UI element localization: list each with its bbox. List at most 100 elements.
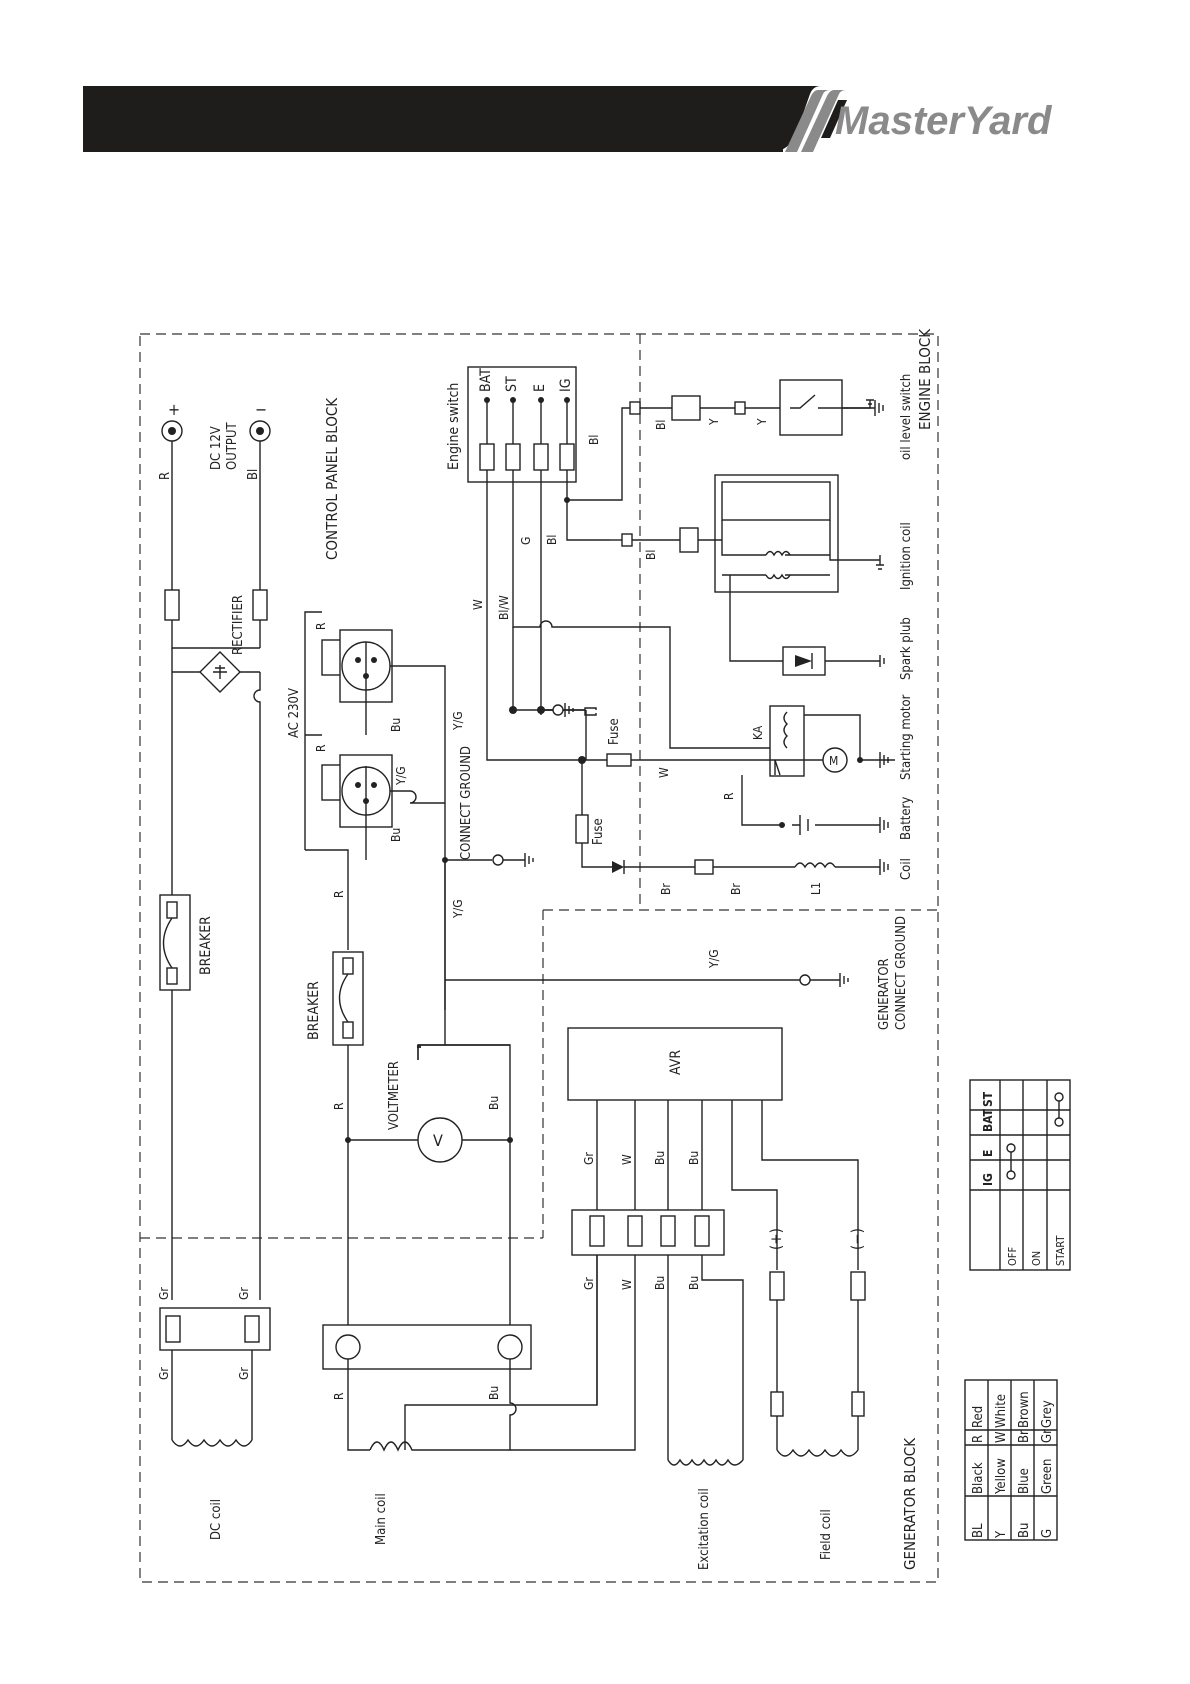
dc-coil-winding [171, 1438, 253, 1447]
generator-block-label: GENERATOR BLOCK [901, 1437, 919, 1570]
legend-w-code: W [994, 1431, 1009, 1443]
wire-code-bl-sw: Bl [545, 535, 559, 545]
wire-code-bl-oil: Bl [654, 420, 668, 430]
legend-gr-code: Gr [1040, 1429, 1055, 1443]
wire-code-bl-sw2: Bl [587, 435, 601, 445]
minus-sign: − [255, 400, 267, 419]
wire-code-yg-2: Y/G [451, 711, 465, 731]
avr-module [567, 1027, 783, 1101]
table-row-off: OFF [1006, 1247, 1019, 1266]
starting-motor [822, 747, 848, 773]
field-plus-connector [769, 1271, 785, 1301]
color-legend-table: BL Black R Red Y Yellow W White Bu Blue … [964, 1379, 1058, 1541]
switch-terminal-e: E [532, 384, 548, 392]
wire-code-gr-1: Gr [157, 1287, 171, 1300]
wire-code-bu-2: Bu [389, 828, 403, 842]
legend-br-code: Br [1017, 1430, 1032, 1443]
fuse-1 [606, 753, 632, 767]
spark-plug [782, 646, 826, 676]
table-row-start: START [1054, 1235, 1067, 1266]
dc-output-label-2: OUTPUT [225, 421, 240, 470]
switch-terminal-ig: IG [558, 379, 574, 392]
wire-code-bu-conn1: Bu [653, 1276, 667, 1290]
legend-r-name: Red [971, 1406, 986, 1428]
wire-code-bu-volt: Bu [487, 1096, 501, 1110]
oil-sensor-relay [671, 395, 701, 421]
legend-bu-code: Bu [1017, 1523, 1032, 1538]
wire-code-yg-3: Y/G [451, 899, 465, 919]
wire-code-bu-main: Bu [487, 1386, 501, 1400]
wire-code-gr-avr: Gr [582, 1152, 596, 1165]
logo-swoosh [735, 86, 821, 152]
dc-plus-connector [164, 589, 180, 621]
voltmeter [417, 1117, 463, 1163]
dc-output-label-1: DC 12V [209, 426, 224, 470]
spark-plug-label: Spark plub [899, 617, 914, 680]
generator-ground-label-2: CONNECT GROUND [894, 916, 909, 1030]
field-plus-label: (+) [767, 1228, 785, 1250]
excitation-coil-winding [667, 1458, 744, 1466]
wire-code-y-oil1: Y [707, 418, 721, 426]
wire-code-gr-conn: Gr [582, 1277, 596, 1290]
legend-g-code: G [1040, 1529, 1055, 1538]
wire-code-w-fuse: W [657, 767, 671, 778]
ac230-label: AC 230V [287, 688, 302, 738]
wire-code-w-sw: W [471, 599, 485, 610]
switch-terminal-bat: BAT [478, 368, 494, 392]
wire-code-bl-ign: Bl [644, 550, 658, 560]
wire-code-bl-dc: Bl [246, 469, 261, 480]
legend-y-name: Yellow [994, 1458, 1009, 1495]
wire-code-r-dc: R [158, 472, 173, 480]
table-col-bat: BAT [981, 1108, 995, 1132]
wire-code-bu-1: Bu [389, 718, 403, 732]
table-col-ig: IG [981, 1173, 995, 1186]
wire-code-gr-4: Gr [237, 1367, 251, 1380]
switch-terminal-st: ST [504, 376, 520, 392]
masteryard-logo: MasterYard [735, 86, 1053, 152]
field-minus-connector [850, 1271, 866, 1301]
charging-diode [612, 861, 624, 873]
wire-code-r-socket1: R [314, 622, 328, 630]
logo-stripe-2 [801, 90, 846, 152]
field-coil-winding [776, 1448, 859, 1457]
connect-ground-label: CONNECT GROUND [459, 746, 474, 860]
legend-br-name: Brown [1017, 1391, 1032, 1428]
wire-code-blw-sw: Bl/W [497, 595, 511, 620]
legend-y-code: Y [994, 1530, 1009, 1539]
starting-motor-label: Starting motor [899, 694, 914, 780]
legend-bl-name: Black [971, 1462, 986, 1494]
wire-code-br-2: Br [729, 883, 743, 895]
main-coil-label: Main coil [374, 1493, 389, 1545]
fuse-2 [575, 814, 589, 844]
logo-wordmark: MasterYard [835, 99, 1053, 143]
ka-label: KA [751, 725, 765, 740]
wire-code-w-avr: W [620, 1154, 634, 1165]
field-minus-label: (−) [848, 1228, 866, 1250]
logo-stripe-1 [785, 90, 830, 152]
wire-code-bu-avr1: Bu [653, 1151, 667, 1165]
legend-bl-code: BL [971, 1523, 986, 1538]
wire-code-yg-1: Y/G [394, 766, 408, 786]
wire-code-yg-gen: Y/G [707, 949, 721, 969]
ac-breaker-label: BREAKER [306, 981, 322, 1040]
plus-sign: + [168, 400, 180, 419]
engine-switch-label: Engine switch [446, 383, 462, 470]
wire-code-r-socket2: R [314, 744, 328, 752]
wire-code-gr-3: Gr [157, 1367, 171, 1380]
rectifier-label: RECTIFIER [231, 595, 246, 655]
fuse-2-label: Fuse [591, 818, 606, 845]
table-col-st: ST [981, 1091, 995, 1107]
charging-coil-winding [794, 862, 836, 869]
switch-position-table: IG E BAT ST OFF ON START [969, 1079, 1071, 1271]
dc-minus-connector [252, 589, 268, 621]
wire-code-gr-2: Gr [237, 1287, 251, 1300]
table-col-e: E [981, 1150, 995, 1157]
legend-g-name: Green [1040, 1459, 1055, 1494]
wire-code-r-bat: R [722, 792, 736, 800]
excitation-coil-label: Excitation coil [697, 1488, 712, 1570]
avr-label: AVR [668, 1050, 684, 1075]
wire-code-bu-avr2: Bu [687, 1151, 701, 1165]
battery-label: Battery [899, 797, 914, 840]
fuse-1-label: Fuse [607, 718, 622, 745]
